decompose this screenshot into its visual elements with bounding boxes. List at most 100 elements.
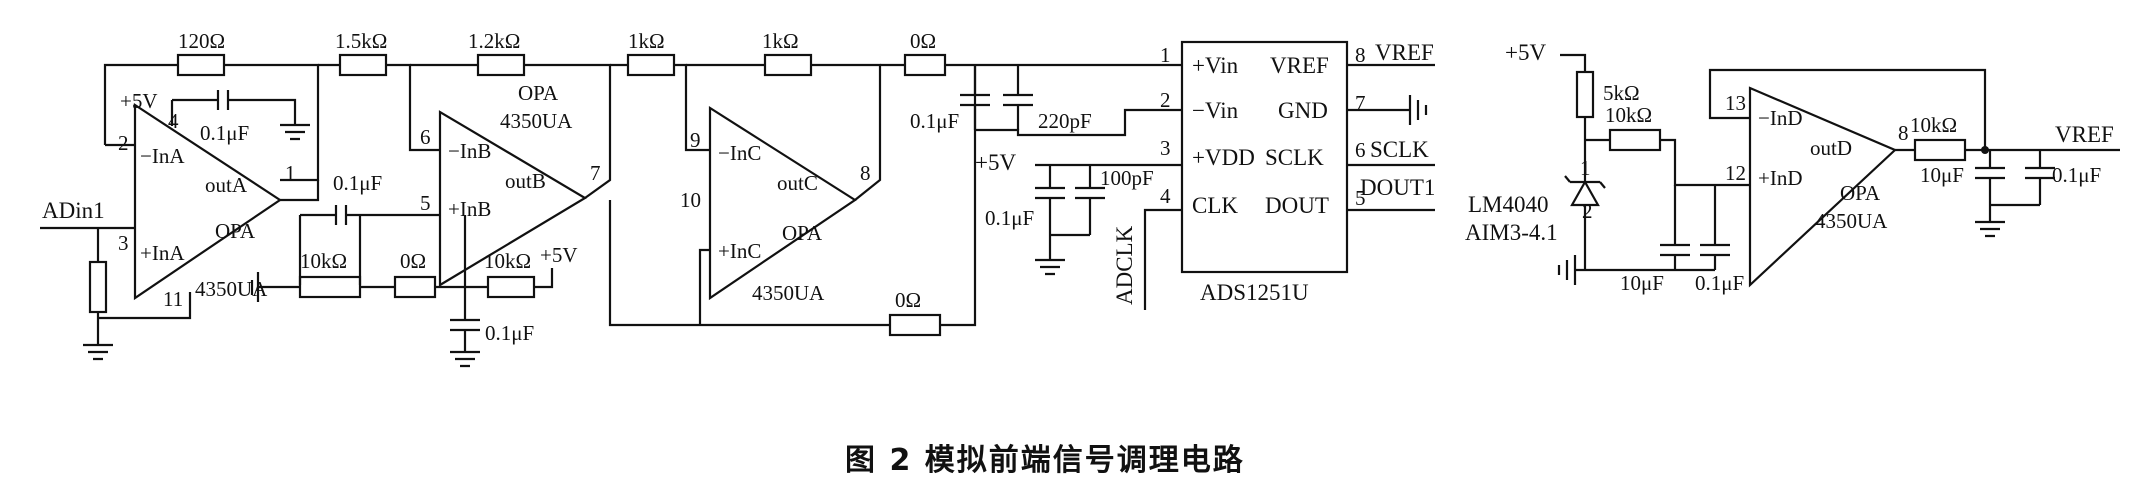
capacitor-b	[334, 205, 348, 225]
adc-pin-label-gnd: GND	[1278, 98, 1328, 123]
wire	[975, 108, 1182, 137]
wire	[1660, 138, 1730, 187]
wire	[170, 98, 218, 126]
adc-clk-net: ADCLK	[1112, 225, 1137, 305]
adc-pin-label-vref: VREF	[1270, 53, 1329, 78]
wire	[698, 248, 710, 325]
op-amp-c: −InC +InC outC OPA 4350UA 9 10 8	[680, 105, 871, 305]
wire	[298, 215, 362, 285]
capacitor-220p-label: 220pF	[1038, 109, 1092, 133]
adc-pin-label-vdd: +VDD	[1192, 145, 1255, 170]
resistor-10k-b-label: 10kΩ	[484, 249, 531, 273]
wire	[608, 200, 890, 327]
op-amp-c-part: 4350UA	[752, 281, 825, 305]
adc-pin-4: 4	[1160, 184, 1171, 208]
resistor-1k5	[338, 53, 388, 77]
op-amp-a-minus-label: −InA	[140, 144, 185, 168]
capacitor-a	[216, 90, 230, 110]
resistor-0-bot-label: 0Ω	[400, 249, 426, 273]
op-amp-a: −InA +InA outA OPA 4350UA 2 3 1 4 11	[118, 102, 296, 311]
capacitor-f-label: 0.1μF	[1695, 271, 1744, 295]
op-amp-c-out-label: outC	[777, 171, 818, 195]
resistor-0-mid-label: 0Ω	[895, 288, 921, 312]
resistor-10k-d-label: 10kΩ	[1910, 113, 1957, 137]
resistor-10k-a-label: 10kΩ	[300, 249, 347, 273]
op-amp-d-model: OPA	[1840, 181, 1881, 205]
capacitor-10u-a-label: 10μF	[1620, 271, 1664, 295]
zener-lm4040	[1564, 175, 1606, 270]
resistor-10k-c	[1608, 128, 1662, 152]
ground-vref	[1975, 203, 2040, 238]
op-amp-b-pin-minus: 6	[420, 125, 431, 149]
op-amp-a-model: OPA	[215, 219, 256, 243]
capacitor-b-label: 0.1μF	[333, 171, 382, 195]
adc-body	[1180, 40, 1349, 274]
capacitor-100p-label: 100pF	[1100, 166, 1154, 190]
wire	[224, 63, 320, 182]
ground-zener	[1557, 255, 1585, 285]
op-amp-a-pin-out: 1	[285, 161, 296, 185]
adc-pin-label-dout: DOUT	[1265, 193, 1329, 218]
resistor-1k2	[476, 53, 526, 77]
op-amp-b-model: OPA	[518, 81, 559, 105]
op-amp-a-plus-label: +InA	[140, 241, 185, 265]
adc-net-vref: VREF	[1375, 40, 1434, 65]
op-amp-d-pin-out: 8	[1898, 121, 1909, 145]
capacitor-e	[1035, 165, 1065, 235]
resistor-0-top	[903, 53, 947, 77]
resistor-5k	[1575, 70, 1595, 119]
resistor-10k-d	[1913, 138, 1967, 162]
adc-pin-8: 8	[1355, 43, 1366, 67]
wire	[1708, 68, 1987, 150]
op-amp-c-triangle	[708, 105, 858, 301]
resistor-10k-b	[486, 275, 536, 299]
zener-pin-1: 1	[1580, 156, 1591, 180]
zener-part: AIM3-4.1	[1465, 220, 1558, 245]
adc-pin-label-sclk: SCLK	[1265, 145, 1324, 170]
resistor-1k2-label: 1.2kΩ	[468, 29, 520, 53]
op-amp-d: −InD +InD outD OPA 4350UA 13 12 8	[1725, 86, 1909, 288]
zener-pin-2: 2	[1582, 199, 1593, 223]
wire	[940, 65, 977, 327]
resistor-input	[88, 260, 108, 314]
ground-input	[83, 312, 113, 361]
op-amp-a-part: 4350UA	[195, 277, 268, 301]
wire	[280, 180, 320, 202]
op-amp-c-model: OPA	[782, 221, 823, 245]
op-amp-c-minus-label: −InC	[718, 141, 761, 165]
capacitor-10u-b	[1975, 150, 2005, 205]
op-amp-b-triangle	[438, 110, 588, 287]
wire	[811, 63, 882, 201]
figure-caption: 图 2 模拟前端信号调理电路	[845, 443, 1245, 478]
capacitor-c-ground	[450, 215, 480, 368]
adc-pin-label-clk: CLK	[1192, 193, 1238, 218]
adc-name: ADS1251U	[1200, 280, 1309, 305]
capacitor-g	[2025, 150, 2055, 205]
ground-a	[228, 98, 310, 141]
ground-b	[250, 272, 300, 302]
op-amp-b-part: 4350UA	[500, 109, 573, 133]
capacitor-100p	[1075, 165, 1105, 235]
op-amp-b: −InB +InB outB OPA 4350UA 6 5 7	[420, 81, 601, 287]
capacitor-10u-b-label: 10μF	[1920, 163, 1964, 187]
wire	[98, 292, 192, 320]
resistor-1k-b-label: 1kΩ	[762, 29, 799, 53]
capacitor-a-label: 0.1μF	[200, 121, 249, 145]
adc-pin-label-vin-minus: −Vin	[1192, 98, 1239, 123]
op-amp-b-plus-label: +InB	[448, 197, 491, 221]
op-amp-c-pin-plus: 10	[680, 188, 701, 212]
adc-pin-label-vin-plus: +Vin	[1192, 53, 1239, 78]
op-amp-d-pin-plus: 12	[1725, 161, 1746, 185]
capacitor-d-label: 0.1μF	[910, 109, 959, 133]
adc-pin-1: 1	[1160, 43, 1171, 67]
vref-output-label: VREF	[2055, 122, 2114, 147]
resistor-0-bot	[393, 275, 437, 299]
resistor-120-label: 120Ω	[178, 29, 225, 53]
resistor-120	[176, 53, 226, 77]
op-amp-d-triangle	[1748, 86, 1897, 288]
wire	[103, 63, 178, 145]
op-amp-c-plus-label: +InC	[718, 239, 761, 263]
op-amp-c-pin-out: 8	[860, 161, 871, 185]
adc-pin-2: 2	[1160, 88, 1171, 112]
zener-name: LM4040	[1468, 192, 1549, 217]
